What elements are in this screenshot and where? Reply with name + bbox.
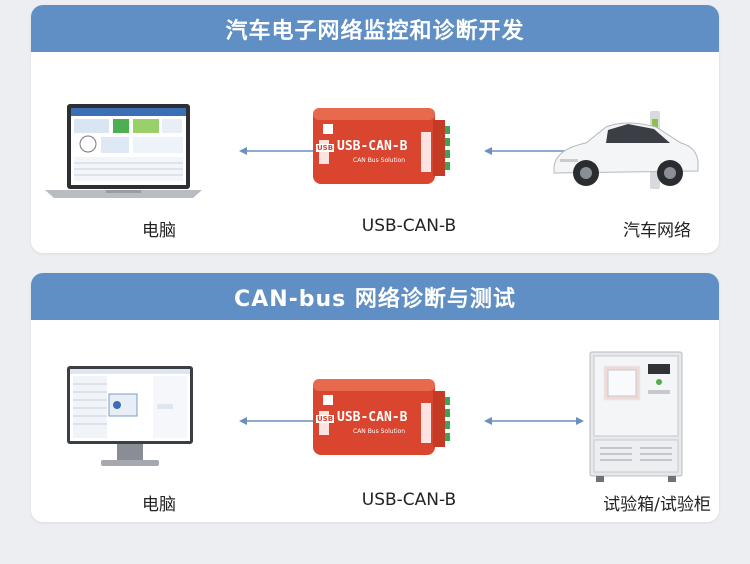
label-usb-can-b-1: USB-CAN-B (361, 216, 457, 236)
arrow-device-to-chamber (484, 416, 584, 426)
label-test-chamber: 试验箱/试验柜 (603, 495, 711, 515)
label-vehicle-network: 汽车网络 (623, 221, 691, 241)
usb-can-device-1 (311, 104, 451, 193)
test-chamber-illustration (578, 350, 693, 489)
device-sub-text-1: CAN Bus Solution (353, 157, 406, 164)
usb-can-device-2 (311, 375, 451, 464)
car-illustration (546, 97, 706, 201)
device-brand-text-1: USB-CAN-B (337, 139, 408, 154)
device-port-label-1: USB (316, 144, 335, 152)
label-computer-1: 电脑 (142, 221, 176, 241)
label-computer-2: 电脑 (142, 495, 176, 515)
device-sub-text-2: CAN Bus Solution (353, 428, 406, 435)
section-panel-automotive: 汽车电子网络监控和诊断开发 电脑 (31, 5, 719, 253)
section-title-canbus: CAN-bus 网络诊断与测试 (31, 273, 719, 320)
laptop-illustration (41, 102, 206, 206)
section-panel-canbus: CAN-bus 网络诊断与测试 电脑 (31, 273, 719, 522)
section-title-automotive: 汽车电子网络监控和诊断开发 (31, 5, 719, 52)
device-port-label-2: USB (316, 415, 335, 423)
label-usb-can-b-2: USB-CAN-B (361, 490, 457, 510)
monitor-illustration (65, 364, 195, 478)
device-brand-text-2: USB-CAN-B (337, 410, 408, 425)
